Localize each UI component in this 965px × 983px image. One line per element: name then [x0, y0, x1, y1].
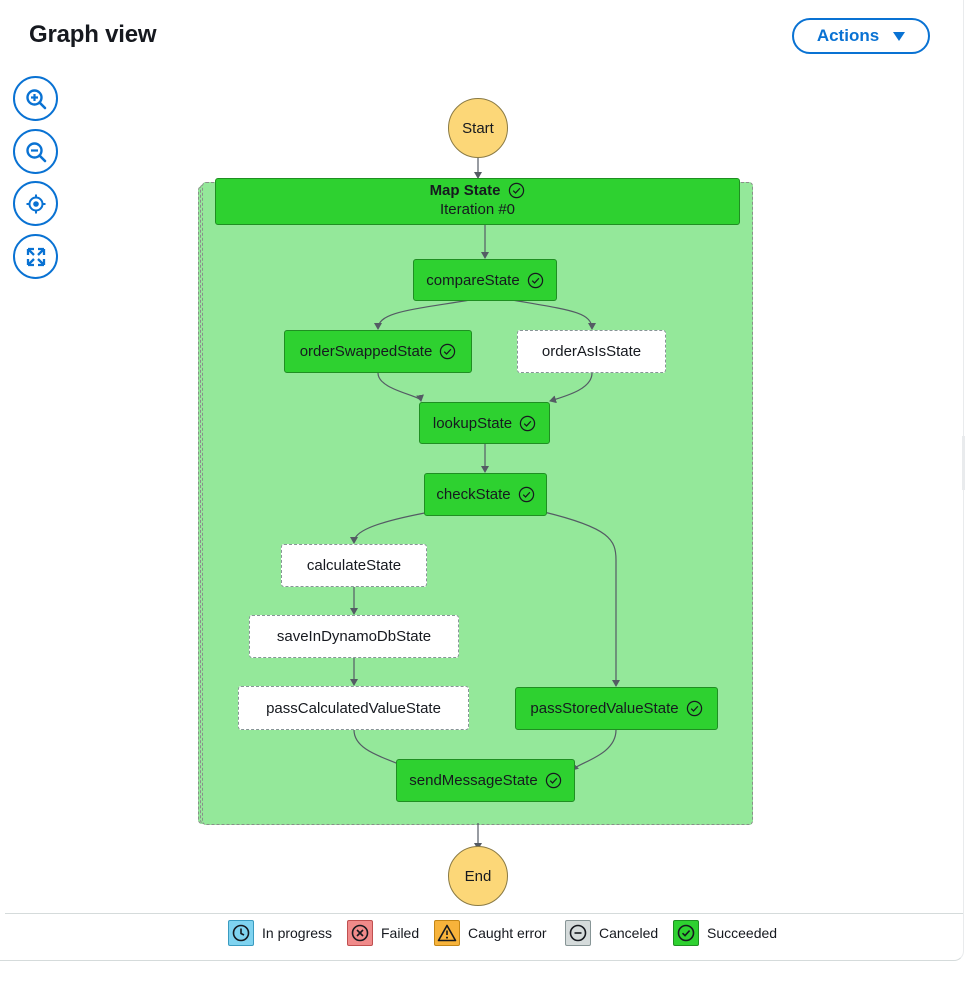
state-label: lookupState	[432, 414, 513, 432]
end-label: End	[464, 867, 492, 885]
legend-item-succeeded: Succeeded	[673, 920, 777, 946]
zoom-out-button[interactable]	[13, 129, 58, 174]
legend-item-caught-error: Caught error	[434, 920, 547, 946]
status-legend: In progress Failed Caught error Canceled…	[0, 920, 965, 946]
resize-handle[interactable]	[962, 436, 965, 490]
center-icon	[26, 194, 45, 213]
state-node-pass-calculated-value[interactable]: passCalculatedValueState	[238, 686, 469, 730]
state-label: checkState	[436, 486, 511, 503]
graph-canvas[interactable]: Start Map State Iteration #0 compareStat…	[0, 0, 965, 910]
state-label: orderAsIsState	[541, 343, 642, 360]
check-circle-icon	[440, 343, 456, 360]
state-label: calculateState	[306, 557, 402, 574]
warning-icon	[434, 920, 460, 946]
state-label: sendMessageState	[409, 772, 538, 789]
x-circle-icon	[347, 920, 373, 946]
end-node[interactable]: End	[448, 846, 508, 906]
check-circle-icon	[527, 272, 543, 288]
state-node-order-as-is[interactable]: orderAsIsState	[517, 330, 666, 373]
legend-label: Canceled	[599, 925, 659, 941]
state-node-order-swapped[interactable]: orderSwappedState	[284, 330, 472, 373]
legend-label: In progress	[262, 925, 333, 941]
check-circle-icon	[545, 772, 561, 789]
state-node-lookup[interactable]: lookupState	[419, 402, 550, 444]
map-state-title: Map State	[429, 182, 501, 199]
check-circle-icon	[686, 700, 702, 717]
map-state-node[interactable]: Map State Iteration #0	[215, 178, 740, 225]
zoom-in-button[interactable]	[13, 76, 58, 121]
legend-item-canceled: Canceled	[565, 920, 658, 946]
actions-button[interactable]: Actions	[792, 18, 930, 54]
legend-divider	[5, 913, 963, 914]
state-label: passCalculatedValueState	[266, 699, 441, 717]
state-label: orderSwappedState	[299, 343, 433, 360]
state-label: compareState	[426, 271, 520, 289]
zoom-in-icon	[25, 88, 46, 109]
caret-down-icon	[893, 31, 906, 41]
state-node-pass-stored-value[interactable]: passStoredValueState	[515, 687, 718, 730]
state-node-save-in-dynamodb[interactable]: saveInDynamoDbState	[249, 615, 459, 658]
check-circle-icon	[673, 920, 699, 946]
zoom-out-icon	[25, 141, 46, 162]
state-node-calculate[interactable]: calculateState	[281, 544, 427, 587]
minus-circle-icon	[565, 920, 591, 946]
state-node-send-message[interactable]: sendMessageState	[396, 759, 575, 802]
actions-label: Actions	[816, 26, 880, 45]
fit-icon	[26, 247, 45, 266]
legend-label: Failed	[381, 925, 420, 941]
fit-button[interactable]	[13, 234, 58, 279]
check-circle-icon	[519, 415, 536, 431]
graph-edges	[350, 158, 620, 850]
check-circle-icon	[509, 182, 525, 199]
start-label: Start	[462, 119, 494, 137]
clock-icon	[228, 920, 254, 946]
state-node-check[interactable]: checkState	[424, 473, 547, 516]
page-title: Graph view	[29, 21, 157, 48]
legend-label: Succeeded	[707, 925, 778, 941]
legend-item-failed: Failed	[347, 920, 419, 946]
state-label: passStoredValueState	[530, 700, 679, 717]
state-node-compare[interactable]: compareState	[413, 259, 557, 301]
map-iteration-label: Iteration #0	[439, 201, 516, 218]
legend-label: Caught error	[468, 925, 547, 941]
state-label: saveInDynamoDbState	[276, 628, 432, 645]
legend-item-in-progress: In progress	[228, 920, 332, 946]
check-circle-icon	[518, 486, 534, 503]
center-button[interactable]	[13, 181, 58, 226]
start-node[interactable]: Start	[448, 98, 508, 158]
